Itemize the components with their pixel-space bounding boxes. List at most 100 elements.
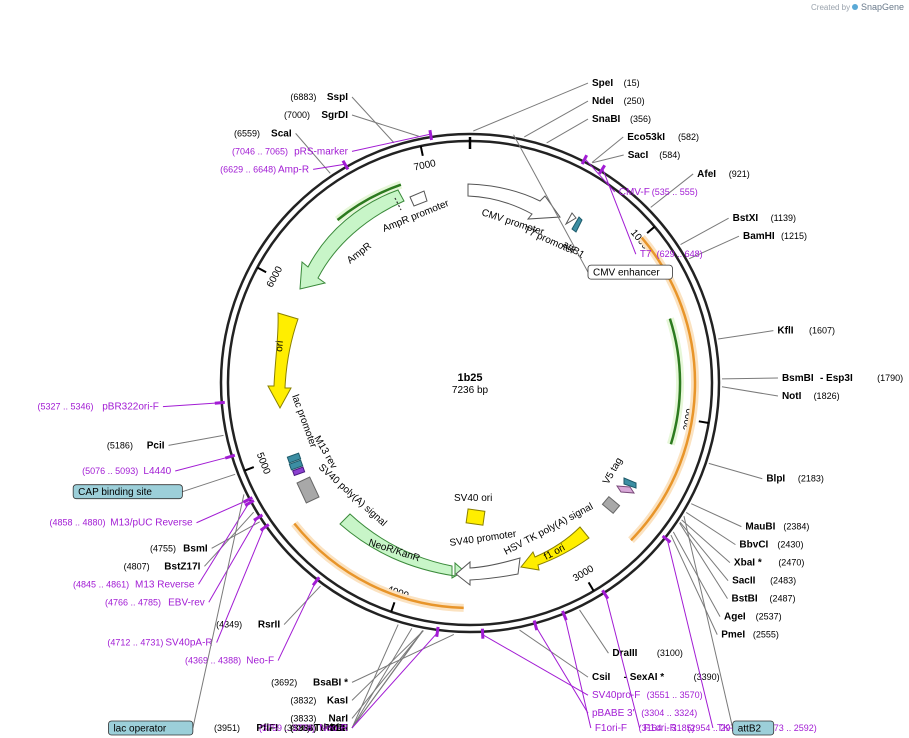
enzyme-site-kfli[interactable]: KflI(1607) bbox=[718, 326, 835, 340]
enzyme-site-bstz17i[interactable]: BstZ17I(4807) bbox=[124, 511, 255, 572]
callout-line bbox=[216, 527, 265, 643]
enzyme-site-saci[interactable]: SacI(584) bbox=[592, 150, 680, 164]
enzyme-site-agei[interactable]: AgeI(2537) bbox=[672, 531, 782, 623]
primer-site-sv40pro-f[interactable]: SV40pro-F(3551 .. 3570) bbox=[482, 634, 703, 701]
primer-position: (3164 .. 3185) bbox=[639, 723, 695, 733]
primer-site-cmv-f[interactable]: CMV-F(535 .. 555) bbox=[584, 158, 698, 198]
primer-site-sv40pa-r[interactable]: SV40pA-R(4712 .. 4731) bbox=[107, 527, 265, 649]
primer-site-ebv-rev[interactable]: EBV-rev(4766 .. 4785) bbox=[105, 517, 258, 608]
primer-site-pbr322ori-f[interactable]: pBR322ori-F(5327 .. 5346) bbox=[37, 402, 219, 413]
callout-line bbox=[679, 522, 728, 599]
primer-marker bbox=[259, 523, 270, 532]
primer-site-m13-puc-reverse[interactable]: M13/pUC Reverse(4858 .. 4880) bbox=[49, 499, 248, 529]
enzyme-site-sgrdi[interactable]: SgrDI(7000) bbox=[284, 110, 419, 137]
primer-site-f1ori-r[interactable]: F1ori-R (2954 .. 2973) bbox=[605, 595, 744, 734]
attb1-site[interactable] bbox=[571, 216, 583, 233]
enzyme-site-eco53ki[interactable]: Eco53kI(582) bbox=[591, 132, 699, 163]
enzyme-site-spei[interactable]: SpeI(15) bbox=[473, 78, 640, 132]
tick-line bbox=[419, 145, 424, 157]
primer-site-pbabe-3[interactable]: pBABE 3'(3304 .. 3324) bbox=[535, 626, 697, 719]
primer-site-m13-reverse[interactable]: M13 Reverse(4845 .. 4861) bbox=[73, 503, 250, 590]
enzyme-site-scai[interactable]: ScaI(6559) bbox=[234, 128, 331, 174]
enzyme-site-draiii[interactable]: DraIII(3100) bbox=[579, 609, 683, 659]
primer-site-l4440[interactable]: L4440(5076 .. 5093) bbox=[82, 456, 230, 477]
sv40-promoter-arrow[interactable] bbox=[455, 557, 521, 587]
enzyme-name: PciI bbox=[147, 440, 165, 451]
cap-binding-box[interactable] bbox=[286, 452, 302, 464]
primer-site-amp-r[interactable]: Amp-R(6629 .. 6648) bbox=[220, 163, 346, 175]
enzyme-site-xbai[interactable]: XbaI *(2470) bbox=[681, 519, 805, 569]
tick-label: 3000 bbox=[571, 563, 596, 584]
feature-box-cap-binding-site[interactable]: CAP binding site bbox=[72, 473, 236, 500]
enzyme-site-blpi[interactable]: BlpI(2183) bbox=[708, 462, 824, 485]
primer-name: T7 bbox=[640, 249, 652, 260]
enzyme-site-bsmi[interactable]: BsmI(4755) bbox=[150, 521, 260, 554]
enzyme-position: (3390) bbox=[694, 672, 720, 682]
ori-arrow[interactable] bbox=[267, 312, 299, 410]
enzyme-position: (356) bbox=[630, 114, 651, 124]
primer-position: (4858 .. 4880) bbox=[49, 518, 105, 528]
enzyme-name: PluTI bbox=[324, 723, 349, 734]
primer-name: F1ori-R bbox=[644, 723, 677, 734]
enzyme-site-rsrii[interactable]: RsrII(4349) bbox=[216, 585, 321, 631]
enzyme-site-bamhi[interactable]: BamHI(1215) bbox=[689, 231, 807, 260]
callout-line bbox=[473, 82, 589, 132]
ampr-arrow[interactable] bbox=[299, 189, 405, 290]
snapgene-logo-icon bbox=[852, 4, 858, 10]
enzyme-site-pcii[interactable]: PciI(5186) bbox=[107, 434, 224, 451]
tick-label: 6000 bbox=[265, 264, 285, 289]
enzyme-site-psti[interactable]: PstI(3886) bbox=[290, 627, 413, 734]
t7-promoter-arrow[interactable] bbox=[564, 212, 577, 226]
primer-marker bbox=[253, 513, 264, 522]
primer-site-prs-marker[interactable]: pRS-marker(7046 .. 7065) bbox=[232, 133, 431, 157]
f1-ori-arrow[interactable] bbox=[520, 526, 590, 571]
callout-line bbox=[351, 627, 413, 729]
sv40-ori-box[interactable] bbox=[465, 508, 486, 526]
hsv-tk-polya-box[interactable] bbox=[601, 495, 621, 515]
primer-site-neo-r[interactable]: Neo-R(3759 .. 3778) bbox=[259, 632, 438, 734]
primer-site-t7[interactable]: T7(629 .. 648) bbox=[602, 168, 703, 260]
enzyme-site-pmei[interactable]: PmeI(2555) bbox=[670, 534, 779, 641]
v5-tag-box[interactable] bbox=[616, 485, 635, 494]
enzyme-site-nari[interactable]: NarI(3833) bbox=[290, 630, 424, 725]
enzyme-site-kasi[interactable]: KasI(3832) bbox=[290, 630, 424, 707]
enzyme-position: (3100) bbox=[657, 648, 683, 658]
enzyme-name: AgeI bbox=[724, 612, 746, 623]
plasmid-name: 1b25 bbox=[457, 372, 482, 384]
enzyme-site-maubi[interactable]: MauBI(2384) bbox=[691, 503, 809, 533]
primer-site-neo-f[interactable]: Neo-F(4369 .. 4388) bbox=[185, 581, 316, 667]
callout-line bbox=[592, 154, 624, 164]
enzyme-site-snabi[interactable]: SnaBI(356) bbox=[546, 114, 651, 144]
callout-line bbox=[351, 114, 419, 137]
cmv-promoter-arrow[interactable] bbox=[467, 183, 561, 220]
m13-rev-box[interactable] bbox=[291, 466, 306, 477]
enzyme-site-bstxi[interactable]: BstXI(1139) bbox=[680, 213, 796, 245]
lac-operator-box[interactable] bbox=[288, 459, 304, 471]
enzyme-site-pluti[interactable]: PluTI(3836) bbox=[284, 630, 423, 734]
enzyme-site-sspi[interactable]: SspI(6883) bbox=[290, 92, 395, 144]
primer-position: (2954 .. 2973) bbox=[687, 723, 743, 733]
lac-promoter-box[interactable] bbox=[296, 476, 320, 504]
neor-kanr-arrow[interactable] bbox=[339, 513, 465, 579]
enzyme-site-afei[interactable]: AfeI(921) bbox=[650, 169, 750, 208]
primer-site-f1ori-f[interactable]: F1ori-F(3164 .. 3185) bbox=[564, 616, 695, 734]
callout-line bbox=[208, 517, 258, 603]
enzyme-name: SgrDI bbox=[321, 110, 348, 121]
primer-name: Neo-F bbox=[246, 656, 274, 667]
enzyme-site-ndei[interactable]: NdeI(250) bbox=[524, 96, 645, 138]
green-arc-left bbox=[336, 183, 402, 221]
enzyme-site-bstbi[interactable]: BstBI(2487) bbox=[679, 522, 796, 605]
primer-name: Neo-R bbox=[319, 723, 348, 734]
callout-line bbox=[691, 503, 742, 528]
feature-box-lac-operator[interactable]: lac operator bbox=[108, 494, 245, 736]
enzyme-site-bsabi[interactable]: BsaBI *(3692) bbox=[271, 634, 455, 688]
tick-label: 5000 bbox=[254, 451, 272, 476]
ampr-promoter-arrow[interactable] bbox=[409, 190, 428, 207]
feature-box-attb2[interactable]: attB2 bbox=[683, 516, 775, 736]
enzyme-site-bsmbi[interactable]: BsmBI - Esp3I(1790) bbox=[721, 373, 903, 384]
feature-box-cmv-enhancer[interactable]: CMV enhancer bbox=[513, 134, 673, 280]
attb2-site[interactable] bbox=[623, 477, 637, 489]
enzyme-site-bbvci[interactable]: BbvCI(2430) bbox=[685, 511, 803, 551]
enzyme-site-noti[interactable]: NotI(1826) bbox=[721, 386, 840, 402]
